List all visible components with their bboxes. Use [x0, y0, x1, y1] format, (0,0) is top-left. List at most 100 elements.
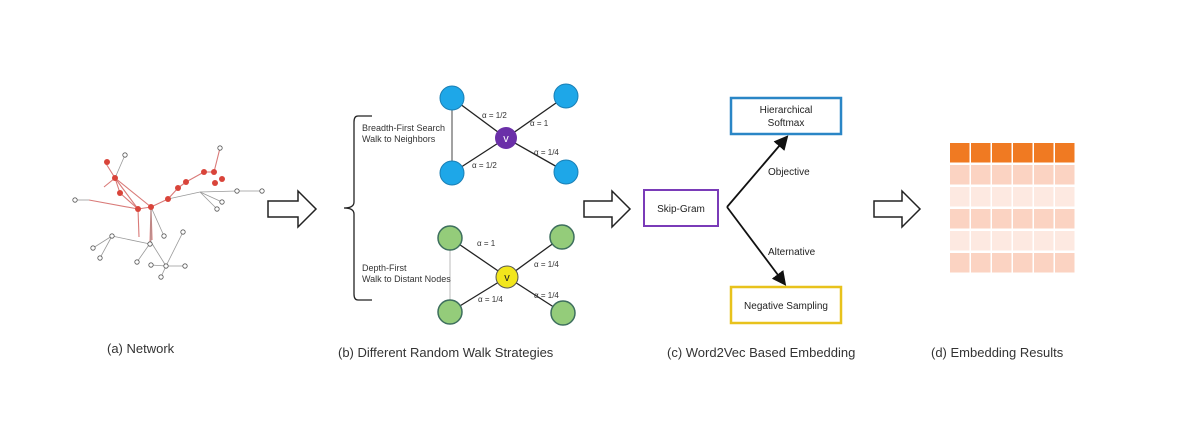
- matrix-cell: [950, 209, 970, 229]
- objective-label: Objective: [768, 167, 810, 178]
- network-edge: [213, 147, 221, 173]
- network-node: [212, 180, 218, 186]
- edge-label: α = 1/4: [534, 291, 559, 300]
- edge-label: α = 1: [477, 239, 496, 248]
- network-edge: [137, 208, 140, 238]
- skip-gram-box: [643, 189, 719, 227]
- edge-label: α = 1/4: [534, 148, 559, 157]
- network-edge: [114, 177, 152, 208]
- network-edge: [114, 177, 139, 210]
- alternative-arrow: [726, 206, 787, 286]
- network-edge: [114, 154, 126, 179]
- objective-arrow: [726, 135, 789, 208]
- caption-random-walk: (b) Different Random Walk Strategies: [338, 345, 554, 360]
- hierarchical-softmax-label-2: Softmax: [768, 118, 805, 129]
- center-node-label: v: [504, 272, 510, 284]
- graph-node: [549, 224, 575, 250]
- edge-label: α = 1/2: [482, 111, 507, 120]
- graph-node: [437, 225, 463, 251]
- embedding-matrix: [950, 143, 1075, 273]
- center-node-v: [495, 127, 517, 149]
- curly-brace: [343, 115, 372, 301]
- matrix-cell: [1034, 253, 1054, 273]
- matrix-cell: [971, 165, 991, 185]
- matrix-cell: [1013, 231, 1033, 251]
- network-edge: [99, 235, 113, 259]
- network-edge: [150, 198, 169, 208]
- bfs-strategy-label: Breadth-First Search Walk to Neighbors: [362, 123, 445, 145]
- negative-sampling-label: Negative Sampling: [744, 301, 828, 312]
- bfs-label-line2: Walk to Neighbors: [362, 134, 436, 144]
- network-edge: [150, 206, 165, 237]
- network-node: [117, 190, 123, 196]
- network-edge: [165, 231, 184, 267]
- caption-embedding-results: (d) Embedding Results: [931, 345, 1064, 360]
- matrix-cell: [1034, 231, 1054, 251]
- network-graph: [72, 145, 265, 280]
- matrix-header-cell: [992, 143, 1012, 163]
- matrix-cell: [971, 209, 991, 229]
- graph-node: [550, 300, 576, 326]
- caption-network: (a) Network: [107, 341, 175, 356]
- network-edge: [88, 199, 139, 210]
- network-edge: [199, 191, 218, 210]
- matrix-cell: [971, 231, 991, 251]
- matrix-header-cell: [1013, 143, 1033, 163]
- matrix-header-cell: [971, 143, 991, 163]
- network-node: [201, 169, 207, 175]
- graph-node: [439, 85, 465, 111]
- network-node: [219, 199, 225, 205]
- matrix-cell: [950, 253, 970, 273]
- matrix-cell: [1055, 209, 1075, 229]
- network-node: [183, 179, 189, 185]
- skip-gram-label: Skip-Gram: [657, 204, 705, 215]
- network-node: [97, 255, 103, 261]
- network-node: [182, 263, 188, 269]
- network-node: [148, 262, 154, 268]
- dfs-strategy-label: Depth-First Walk to Distant Nodes: [362, 263, 451, 285]
- edge-label: α = 1/4: [534, 260, 559, 269]
- hierarchical-softmax-label-1: Hierarchical: [760, 105, 813, 116]
- dfs-label-line1: Depth-First: [362, 263, 407, 273]
- graph-node: [437, 299, 463, 325]
- network-edge: [150, 241, 167, 267]
- block-arrow-1: [267, 189, 318, 229]
- matrix-header-cell: [1055, 143, 1075, 163]
- bfs-graph: v α = 1/2 α = 1 α = 1/2 α = 1/4: [439, 83, 579, 186]
- network-node: [259, 188, 265, 194]
- matrix-cell: [971, 253, 991, 273]
- matrix-cell: [992, 187, 1012, 207]
- matrix-cell: [950, 231, 970, 251]
- graph-node: [553, 83, 579, 109]
- matrix-header-cell: [1034, 143, 1054, 163]
- network-node: [180, 229, 186, 235]
- hierarchical-softmax-box: [729, 96, 843, 136]
- matrix-header-cell: [950, 143, 970, 163]
- network-node: [163, 263, 169, 269]
- network-node: [72, 197, 78, 203]
- matrix-cell: [992, 209, 1012, 229]
- matrix-cell: [992, 253, 1012, 273]
- network-node: [104, 159, 110, 165]
- matrix-cell: [1055, 253, 1075, 273]
- matrix-cell: [1013, 209, 1033, 229]
- network-node: [219, 176, 225, 182]
- matrix-cell: [1034, 187, 1054, 207]
- word2vec-diagram: Skip-Gram Hierarchical Softmax Negative …: [643, 96, 843, 325]
- alternative-label: Alternative: [768, 247, 816, 258]
- negative-sampling-box: [729, 285, 843, 325]
- matrix-cell: [1013, 165, 1033, 185]
- matrix-cell: [1013, 187, 1033, 207]
- network-node: [158, 274, 164, 280]
- matrix-cell: [1055, 165, 1075, 185]
- network-node: [109, 233, 115, 239]
- network-node: [161, 233, 167, 239]
- edge-label: α = 1: [530, 119, 549, 128]
- network-edge: [119, 192, 139, 210]
- graph-node: [553, 159, 579, 185]
- network-edge: [199, 190, 238, 193]
- matrix-cell: [1055, 187, 1075, 207]
- bfs-label-line1: Breadth-First Search: [362, 123, 446, 133]
- network-node: [217, 145, 223, 151]
